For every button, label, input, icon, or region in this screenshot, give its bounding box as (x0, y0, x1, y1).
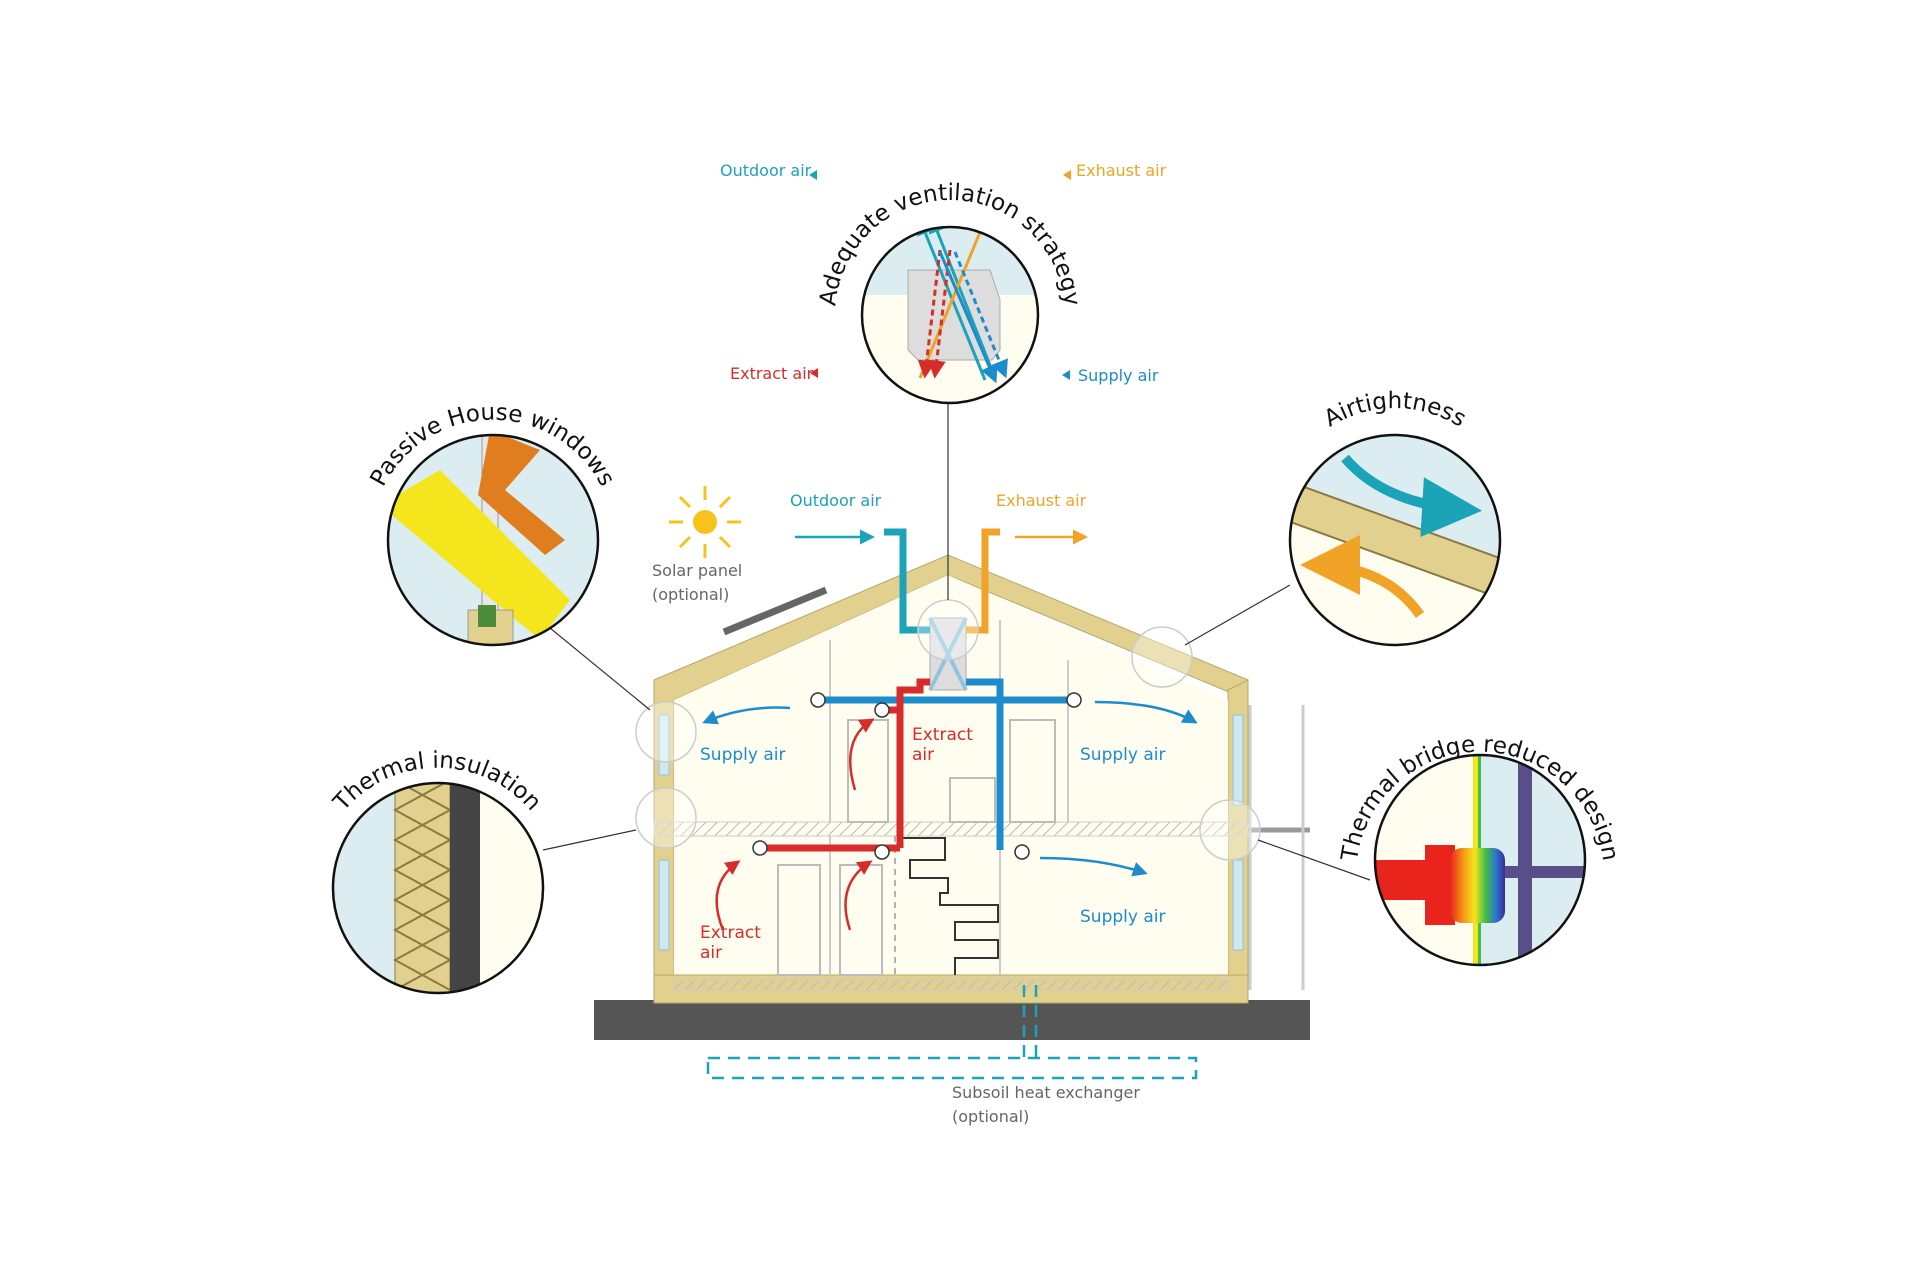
arrow-left-icon (1063, 170, 1071, 180)
detail-locator-thermal-bridge (1199, 799, 1261, 861)
airtightness-detail: Airtightness (1288, 388, 1502, 647)
solar-panel-optional-label: (optional) (652, 585, 729, 604)
supply-air-right-upper-label: Supply air (1080, 745, 1165, 765)
ground-slab (594, 1000, 1310, 1040)
extract-air-lower-label-line2: air (700, 943, 722, 963)
extract-air-upper-label: Extract (912, 725, 973, 745)
airtightness-detail-circle (1288, 433, 1502, 647)
detail-locator-ventilation (917, 599, 979, 661)
windows-detail: Passive House windows (366, 400, 619, 647)
vent-valve (1066, 692, 1082, 708)
vent-valve (874, 702, 890, 718)
vent-valve (752, 840, 768, 856)
cabinet (949, 777, 996, 823)
vent-valve (810, 692, 826, 708)
subsoil-heat-exchanger-label: Subsoil heat exchanger (952, 1083, 1140, 1102)
supply-flow-arrow (1094, 700, 1198, 724)
arrow-left-icon (809, 170, 817, 180)
thermal-bridge-detail: Thermal bridge reduced design (1337, 732, 1623, 967)
insulation-detail-circle (331, 781, 545, 995)
ventilation-detail: Adequate ventilation strategy Outdoor ai… (720, 161, 1167, 405)
subsoil-heat-exchanger (706, 985, 1198, 1080)
solar-panel-label: Solar panel (652, 561, 742, 580)
arrow-left-icon (810, 368, 818, 378)
ventilation-extract-air-label: Extract air (730, 364, 814, 383)
outdoor-air-duct (884, 528, 930, 634)
svg-text:Airtightness: Airtightness (1320, 388, 1471, 432)
upper-floor-slab (653, 821, 1249, 837)
supply-flow-arrow (1039, 856, 1148, 877)
extract-air-lower-label: Extract (700, 923, 761, 943)
windows-detail-circle (386, 433, 600, 647)
thermal-bridge-detail-circle (1373, 753, 1587, 967)
vent-valve (874, 844, 890, 860)
house-labels: Outdoor air Exhaust air Solar panel (opt… (652, 491, 1165, 1126)
extract-flow-arrow (844, 860, 873, 931)
detail-locator-insulation (635, 787, 697, 849)
ventilation-supply-air-label: Supply air (1078, 366, 1159, 385)
supply-air-duct (820, 678, 1075, 850)
ventilation-detail-circle (860, 225, 1040, 405)
subsoil-heat-exchanger-optional-label: (optional) (952, 1107, 1029, 1126)
staircase (903, 837, 999, 975)
supply-flow-arrow (702, 706, 791, 725)
vent-valve (1014, 844, 1030, 860)
house-exhaust-air-label: Exhaust air (996, 491, 1087, 510)
ventilation-outdoor-air-label: Outdoor air (720, 161, 812, 180)
extract-air-upper-label-line2: air (912, 745, 934, 765)
exhaust-air-duct (966, 528, 1000, 634)
house-interior (674, 575, 1228, 975)
supply-air-right-lower-label: Supply air (1080, 907, 1165, 927)
detail-locator-windows (635, 701, 697, 763)
house-outdoor-air-label: Outdoor air (790, 491, 882, 510)
door (1009, 719, 1056, 823)
house-section (542, 403, 1371, 1080)
arrow-left-icon (1062, 370, 1070, 380)
detail-locator-airtightness (1131, 626, 1193, 688)
door (777, 864, 821, 976)
airtightness-heading: Airtightness (1320, 388, 1471, 432)
supply-air-left-upper-label: Supply air (700, 745, 785, 765)
right-lower-window (1232, 859, 1244, 951)
ventilation-exhaust-air-label: Exhaust air (1076, 161, 1167, 180)
extract-flow-arrow (715, 860, 741, 931)
insulation-detail: Thermal insulation (328, 748, 546, 995)
left-lower-window (658, 859, 670, 951)
extract-flow-arrow (848, 718, 875, 791)
solar-panel (722, 586, 828, 636)
left-upper-window (658, 714, 670, 776)
right-upper-window (1232, 714, 1244, 806)
sun-icon (669, 486, 741, 558)
